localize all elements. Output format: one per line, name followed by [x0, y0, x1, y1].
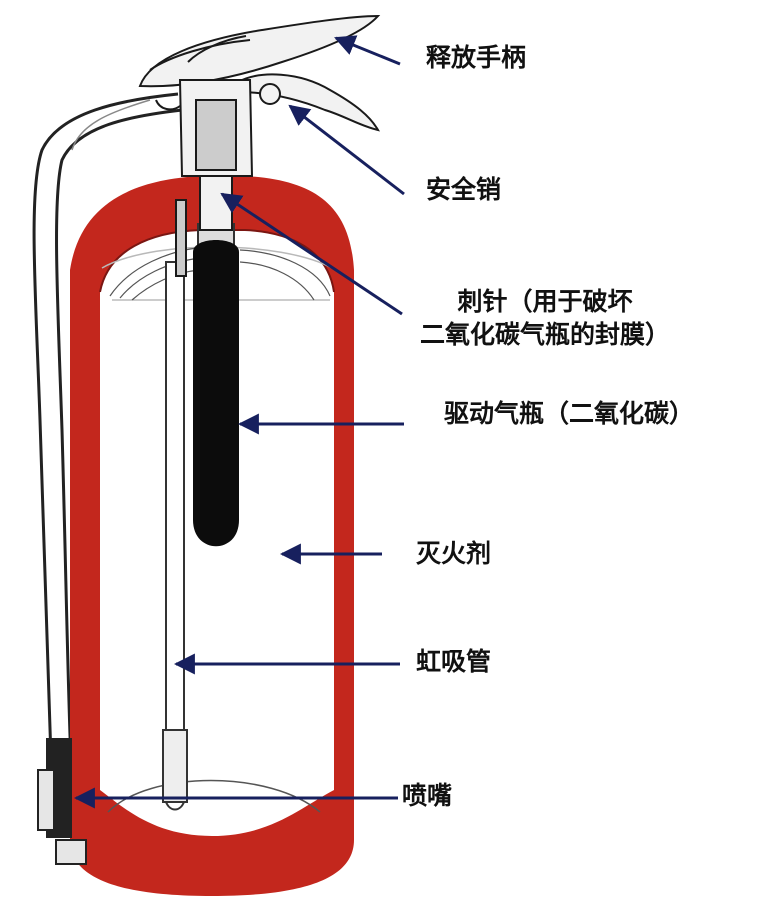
- co2-cylinder-shape: [193, 224, 239, 546]
- label-piercing-pin-line2: 二氧化碳气瓶的封膜）: [420, 319, 670, 352]
- label-piercing-pin-line1: 刺针（用于破坏: [420, 286, 670, 319]
- label-siphon-tube: 虹吸管: [416, 646, 491, 679]
- label-release-handle: 释放手柄: [426, 42, 526, 75]
- siphon-tube-shape: [163, 262, 187, 810]
- label-driver-cylinder: 驱动气瓶（二氧化碳）: [444, 398, 694, 431]
- label-safety-pin: 安全销: [426, 174, 501, 207]
- label-piercing-pin: 刺针（用于破坏 二氧化碳气瓶的封膜）: [420, 286, 670, 351]
- label-extinguishing-agent: 灭火剂: [416, 538, 491, 571]
- arrow-release-handle: [336, 38, 400, 64]
- label-nozzle: 喷嘴: [402, 780, 452, 813]
